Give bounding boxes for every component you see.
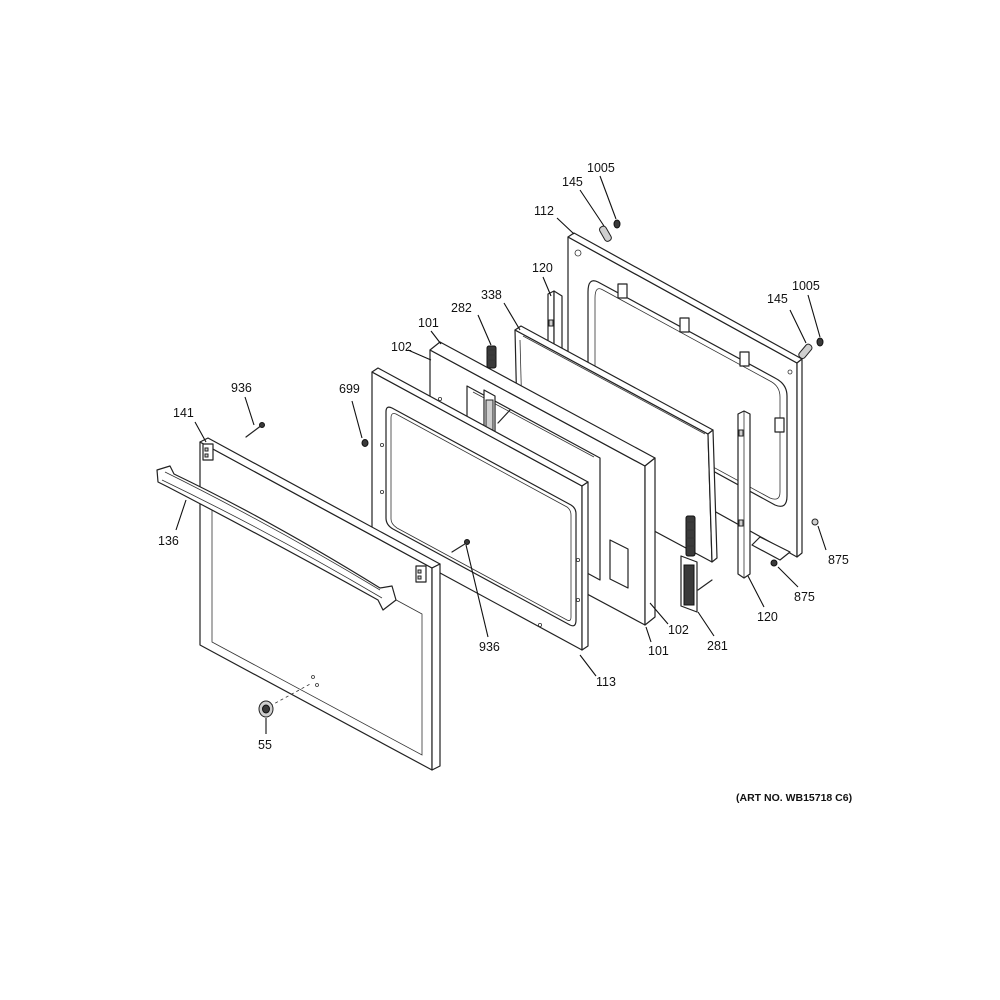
label-136: 136 xyxy=(158,534,179,548)
label-55: 55 xyxy=(258,738,272,752)
label-101-lower: 101 xyxy=(648,644,669,658)
handle-136 xyxy=(156,465,397,611)
label-281: 281 xyxy=(707,639,728,653)
screws xyxy=(245,219,824,567)
label-875-lower: 875 xyxy=(794,590,815,604)
label-102-lower: 102 xyxy=(668,623,689,637)
label-141: 141 xyxy=(173,406,194,420)
label-936-upper: 936 xyxy=(231,381,252,395)
label-936-lower: 936 xyxy=(479,640,500,654)
badge-55 xyxy=(258,700,274,718)
label-145-right: 145 xyxy=(767,292,788,306)
label-120-lower: 120 xyxy=(757,610,778,624)
leader-lines xyxy=(175,175,827,734)
label-112: 112 xyxy=(534,204,554,218)
label-1005-right: 1005 xyxy=(792,279,820,293)
label-101-upper: 101 xyxy=(418,316,439,330)
label-102-upper: 102 xyxy=(391,340,412,354)
label-145-top: 145 xyxy=(562,175,583,189)
label-113: 113 xyxy=(596,675,616,689)
inner-door-113 xyxy=(371,367,589,651)
label-282: 282 xyxy=(451,301,472,315)
label-699: 699 xyxy=(339,382,360,396)
label-338: 338 xyxy=(481,288,502,302)
label-875-right: 875 xyxy=(828,553,849,567)
part-labels: 1005 145 112 120 338 282 101 102 1005 14… xyxy=(158,161,852,804)
art-number: (ART NO. WB15718 C6) xyxy=(736,792,852,804)
label-120-upper: 120 xyxy=(532,261,553,275)
label-1005-top: 1005 xyxy=(587,161,615,175)
hinge-281 xyxy=(680,515,713,613)
side-rail-120-lower xyxy=(737,410,751,579)
